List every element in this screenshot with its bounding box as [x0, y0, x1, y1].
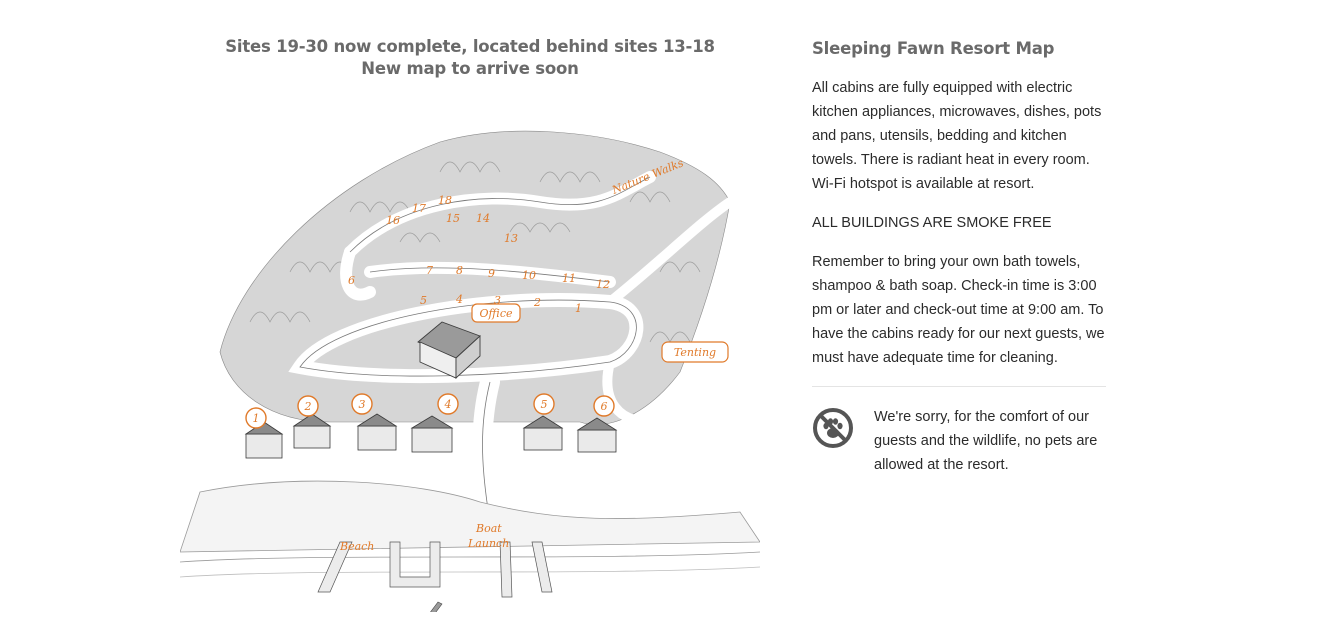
cabin-2: [292, 413, 332, 449]
site-marker-5: 5: [533, 393, 555, 415]
map-heading: Sites 19-30 now complete, located behind…: [180, 36, 760, 80]
cabin-6: [576, 417, 618, 453]
site-marker-1: 1: [245, 407, 267, 429]
resort-map-title: Sleeping Fawn Resort Map: [812, 39, 1055, 58]
pet-policy-text: We're sorry, for the comfort of our gues…: [874, 409, 1098, 473]
site-number-14: 14: [476, 212, 490, 225]
site-label-3: 3: [359, 398, 366, 411]
site-number-18: 18: [438, 194, 452, 207]
cabin-3: [356, 413, 398, 451]
tenting-label: Tenting: [674, 346, 716, 359]
site-number-5: 5: [420, 294, 427, 307]
site-markers: 1 2 3 4 5 6: [245, 393, 615, 429]
site-label-5: 5: [541, 398, 548, 411]
site-label-2: 2: [304, 400, 312, 413]
site-number-2: 2: [533, 296, 541, 309]
site-number-13: 13: [504, 232, 518, 245]
road-outlines: [299, 176, 651, 523]
site-number-11: 11: [562, 272, 576, 285]
amenities-paragraph: All cabins are fully equipped with elect…: [812, 80, 1102, 192]
site-marker-6: 6: [593, 395, 615, 417]
smoke-free-notice: ALL BUILDINGS ARE SMOKE FREE: [812, 215, 1052, 231]
site-number-6: 6: [348, 274, 355, 287]
docks: [317, 541, 553, 598]
site-number-17: 17: [412, 202, 426, 215]
launch-label: Launch: [467, 537, 509, 550]
site-marker-4: 4: [437, 393, 459, 415]
site-number-15: 15: [446, 212, 460, 225]
site-number-9: 9: [488, 267, 495, 280]
beach-label: Beach: [339, 540, 374, 553]
map-heading-line2: New map to arrive soon: [361, 59, 579, 78]
cabins: [244, 413, 618, 459]
shoreline: [180, 480, 760, 578]
site-label-1: 1: [253, 412, 260, 425]
road-site-numbers: 1 2 3 4 5 6 7 8 9 10 11 12 13 14 15 16 1: [348, 194, 610, 315]
site-number-3: 3: [494, 294, 501, 307]
site-label-6: 6: [601, 400, 608, 413]
cabin-1: [244, 421, 284, 459]
office-label: Office: [480, 307, 513, 320]
map-section: Sites 19-30 now complete, located behind…: [180, 36, 760, 612]
cabin-4: [410, 415, 454, 453]
office-building: [417, 321, 481, 380]
map-heading-line1: Sites 19-30 now complete, located behind…: [225, 37, 715, 56]
resort-map-illustration: 1 2 3 4 5 6 1 2 3 4 5 6 7 8: [180, 122, 760, 612]
cabin-5: [522, 415, 564, 451]
resort-map-svg: 1 2 3 4 5 6 1 2 3 4 5 6 7 8: [180, 130, 760, 612]
resort-info: Sleeping Fawn Resort Map All cabins are …: [812, 36, 1112, 477]
site-number-10: 10: [522, 269, 536, 282]
site-number-4: 4: [455, 293, 463, 306]
divider: [812, 386, 1106, 387]
site-number-7: 7: [426, 264, 433, 277]
canoe: [430, 601, 443, 612]
boat-label: Boat: [475, 522, 502, 535]
site-number-16: 16: [386, 214, 400, 227]
no-pets-icon: [812, 407, 854, 449]
site-label-4: 4: [444, 398, 452, 411]
pet-policy: We're sorry, for the comfort of our gues…: [812, 405, 1112, 477]
site-number-8: 8: [456, 264, 463, 277]
site-marker-3: 3: [351, 393, 373, 415]
site-marker-2: 2: [297, 395, 319, 417]
site-number-12: 12: [596, 278, 610, 291]
site-number-1: 1: [575, 302, 582, 315]
checkin-paragraph: Remember to bring your own bath towels, …: [812, 254, 1105, 366]
